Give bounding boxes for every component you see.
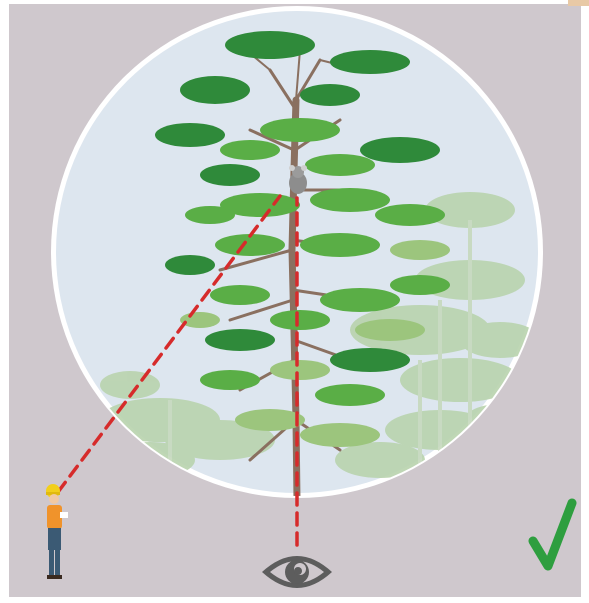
corner-accent <box>568 0 589 6</box>
koala-in-tree <box>289 165 307 194</box>
